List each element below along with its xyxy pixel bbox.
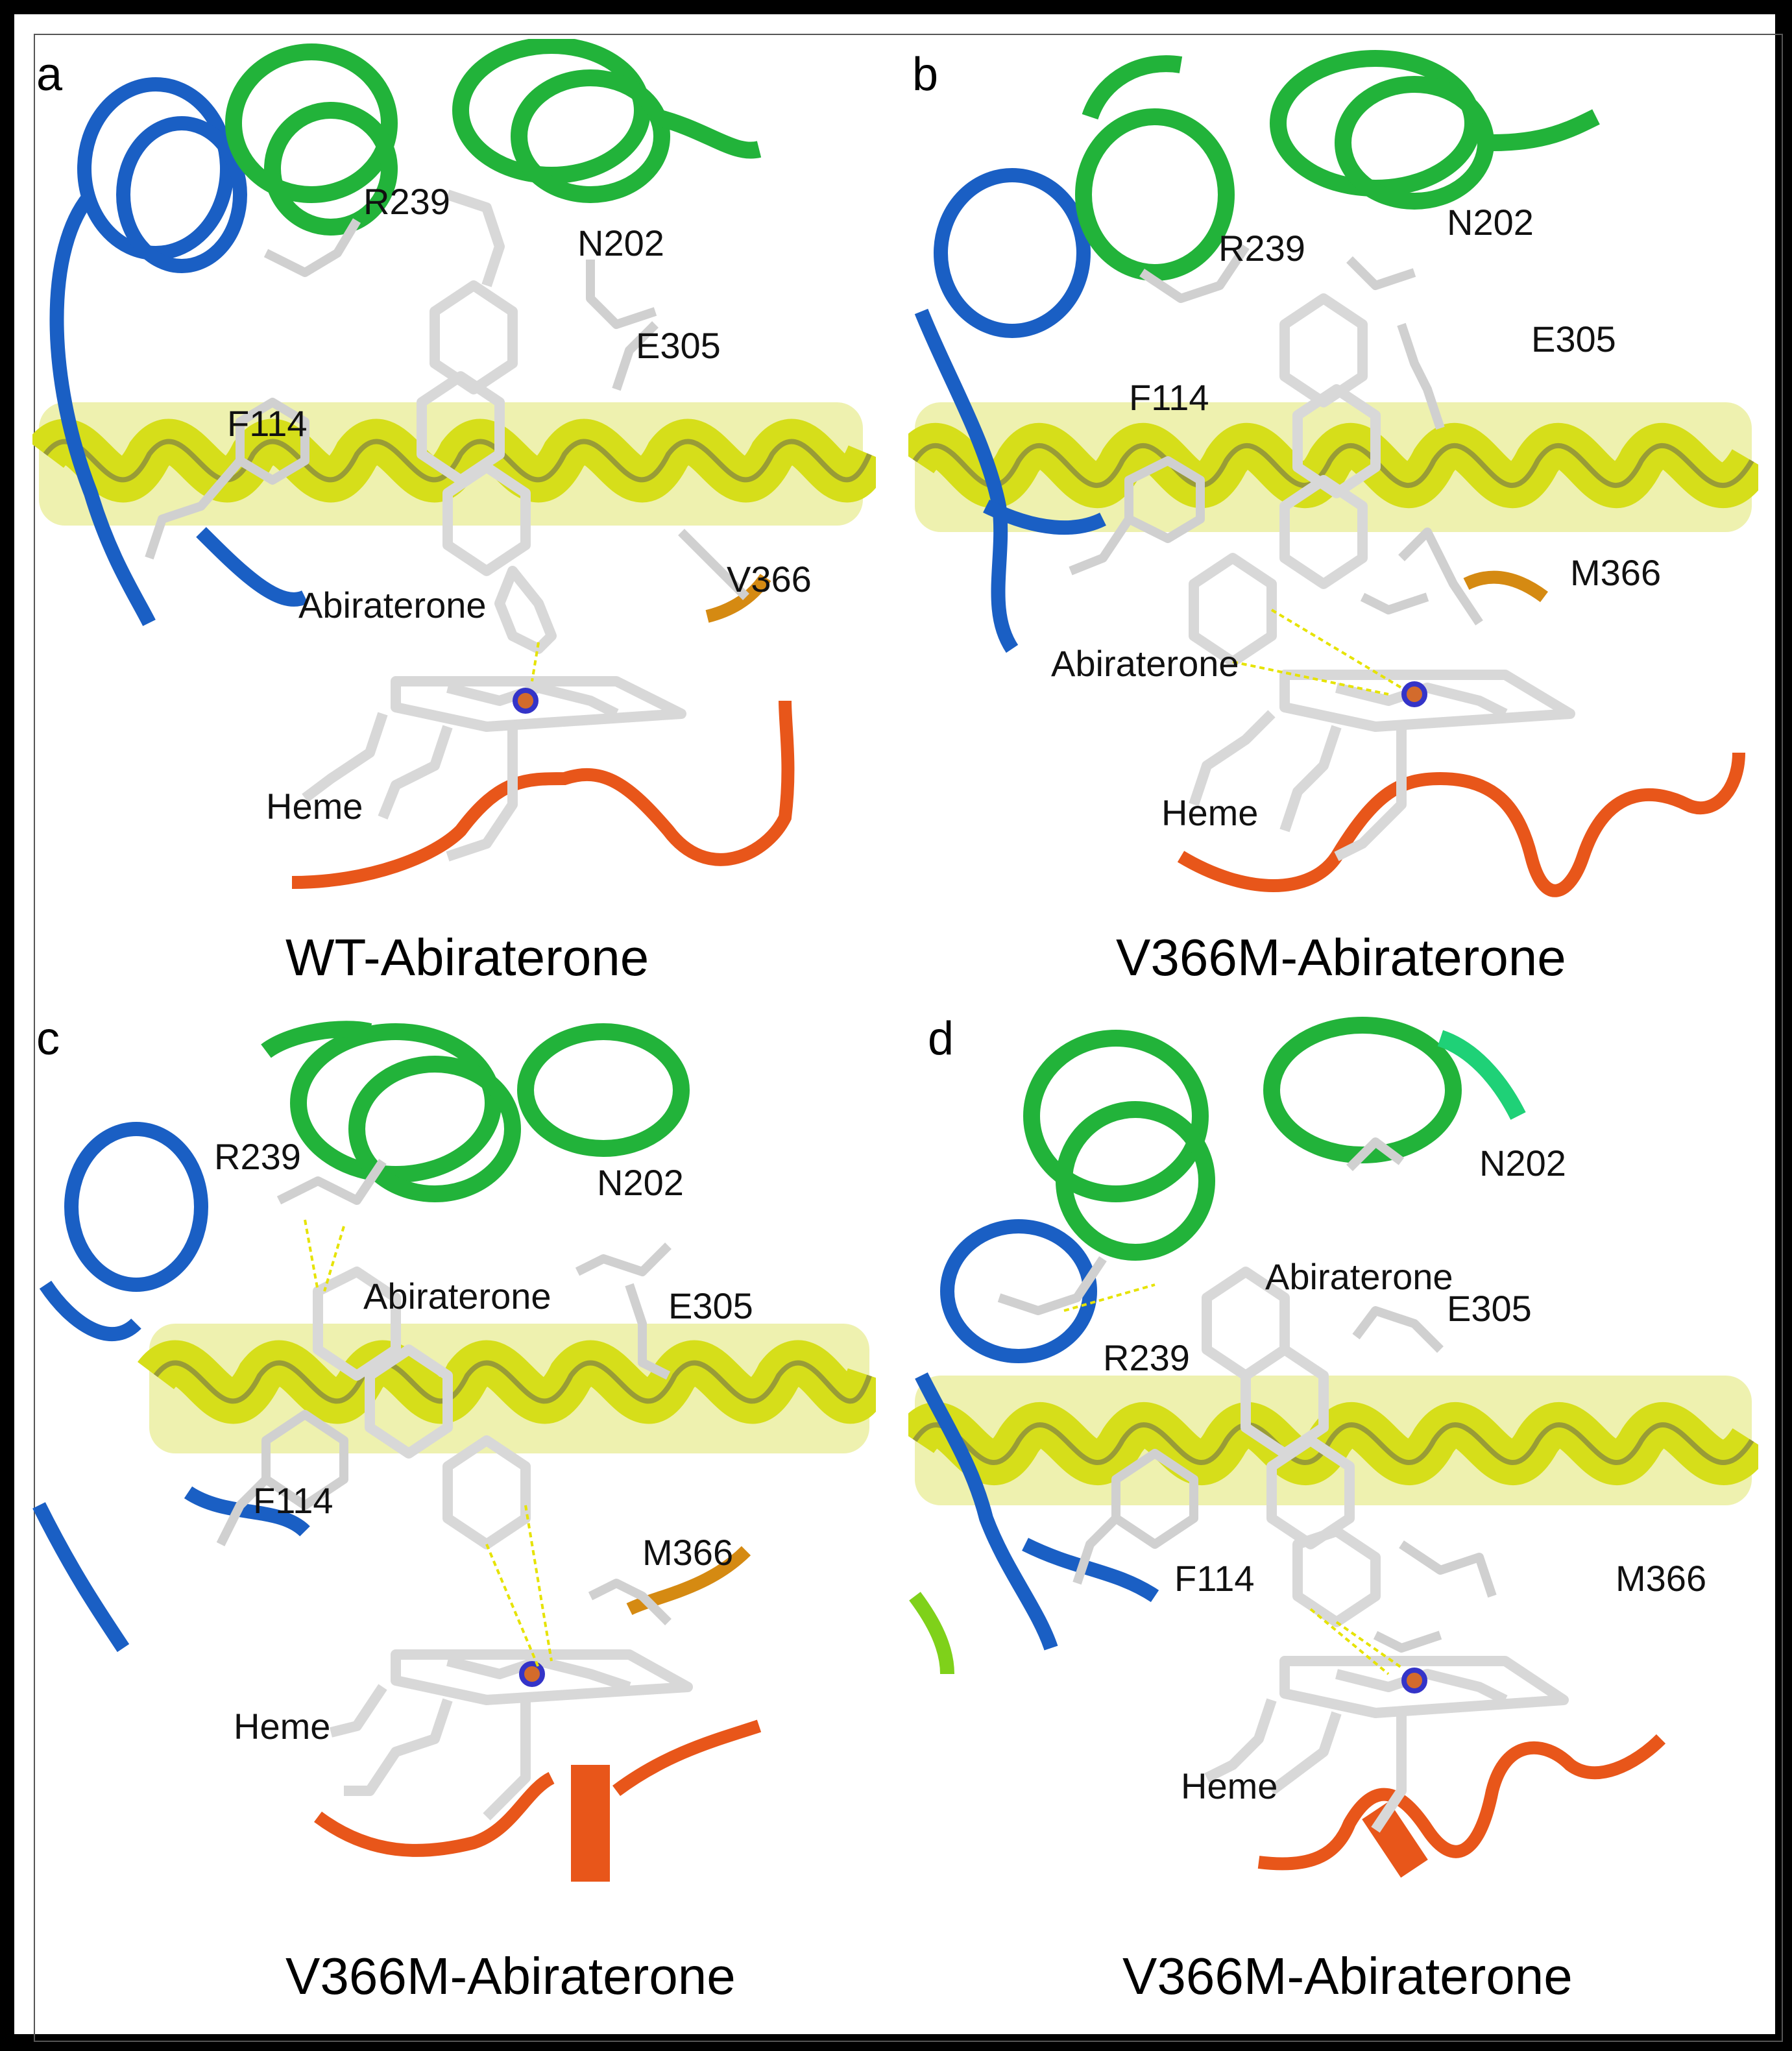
label-e305-a: E305 <box>636 325 721 366</box>
label-n202-b: N202 <box>1447 202 1534 243</box>
caption-d: V366M-Abiraterone <box>1122 1947 1573 2005</box>
orange-loop <box>291 574 795 889</box>
panel-letter-a: a <box>36 49 63 101</box>
orange-loop <box>314 1546 762 1882</box>
panel-b: b R239 N202 E305 F114 M366 Abiraterone H… <box>908 39 1758 1012</box>
heme-molecule <box>302 676 686 862</box>
structure-render-a <box>32 39 876 889</box>
label-e305-c: E305 <box>668 1285 753 1326</box>
label-f114-c: F114 <box>253 1480 333 1521</box>
panel-letter-d: d <box>928 1013 954 1065</box>
yellow-helix <box>908 402 1758 532</box>
structure-render-d <box>908 1017 1758 1878</box>
green-helix <box>1023 1017 1526 1261</box>
panel-letter-c: c <box>36 1013 60 1065</box>
caption-c: V366M-Abiraterone <box>285 1947 736 2005</box>
heme-molecule <box>1204 1656 1569 1833</box>
label-abiraterone-a: Abiraterone <box>298 585 487 625</box>
panel-a: a R239 N202 E305 F114 V366 Abiraterone H… <box>32 39 876 1012</box>
structure-render-b <box>908 50 1758 897</box>
abiraterone-ligand <box>1063 1267 1403 1675</box>
label-e305-d: E305 <box>1447 1288 1532 1329</box>
yellow-helix <box>138 1324 876 1453</box>
green-helix <box>225 39 762 236</box>
label-n202-d: N202 <box>1479 1143 1566 1183</box>
structure-render-c <box>32 1021 876 1882</box>
label-heme-d: Heme <box>1181 1766 1278 1806</box>
residue-sticks <box>145 218 749 600</box>
caption-b: V366M-Abiraterone <box>1116 928 1566 986</box>
label-f114-d: F114 <box>1174 1558 1255 1599</box>
label-res366-b: M366 <box>1570 552 1662 593</box>
blue-helix <box>32 1122 310 1653</box>
heme-molecule <box>1189 670 1575 862</box>
residue-sticks <box>1069 244 1483 625</box>
label-res366-c: M366 <box>642 1532 734 1573</box>
blue-helix <box>914 168 1106 653</box>
label-res366-a: V366 <box>727 559 812 600</box>
blue-helix <box>909 1219 1159 1675</box>
label-heme-a: Heme <box>266 786 363 827</box>
label-r239-b: R239 <box>1218 228 1305 269</box>
abiraterone-ligand <box>417 189 557 682</box>
panel-letter-b: b <box>912 49 939 101</box>
figure-inner-border <box>34 34 1783 2042</box>
label-abiraterone-d: Abiraterone <box>1265 1256 1453 1297</box>
label-f114-a: F114 <box>227 403 308 444</box>
abiraterone-ligand <box>1189 293 1403 696</box>
orange-loop <box>1177 570 1745 897</box>
yellow-helix <box>32 402 876 526</box>
label-r239-c: R239 <box>214 1136 301 1177</box>
label-heme-b: Heme <box>1161 792 1259 833</box>
residue-sticks <box>997 1137 1497 1653</box>
blue-helix <box>49 77 308 626</box>
green-helix <box>1075 50 1600 281</box>
label-abiraterone-c: Abiraterone <box>363 1276 551 1317</box>
abiraterone-ligand <box>304 1219 553 1668</box>
yellow-helix <box>908 1376 1758 1505</box>
heme-molecule <box>330 1649 693 1821</box>
label-r239-a: R239 <box>363 181 450 222</box>
label-abiraterone-b: Abiraterone <box>1051 643 1239 684</box>
label-r239-d: R239 <box>1103 1337 1190 1378</box>
caption-a: WT-Abiraterone <box>285 928 649 986</box>
residue-sticks <box>216 1159 672 1625</box>
label-n202-c: N202 <box>597 1162 684 1203</box>
label-e305-b: E305 <box>1531 319 1616 359</box>
panel-d: d R239 N202 E305 F114 M366 Abiraterone H… <box>908 1012 1758 2018</box>
label-heme-c: Heme <box>234 1706 331 1747</box>
panel-c: c R239 N202 E305 F114 M366 Abiraterone H… <box>32 1012 876 2018</box>
label-f114-b: F114 <box>1129 377 1209 418</box>
green-helix <box>261 1021 690 1202</box>
label-res366-d: M366 <box>1616 1558 1707 1599</box>
label-n202-a: N202 <box>577 223 664 263</box>
